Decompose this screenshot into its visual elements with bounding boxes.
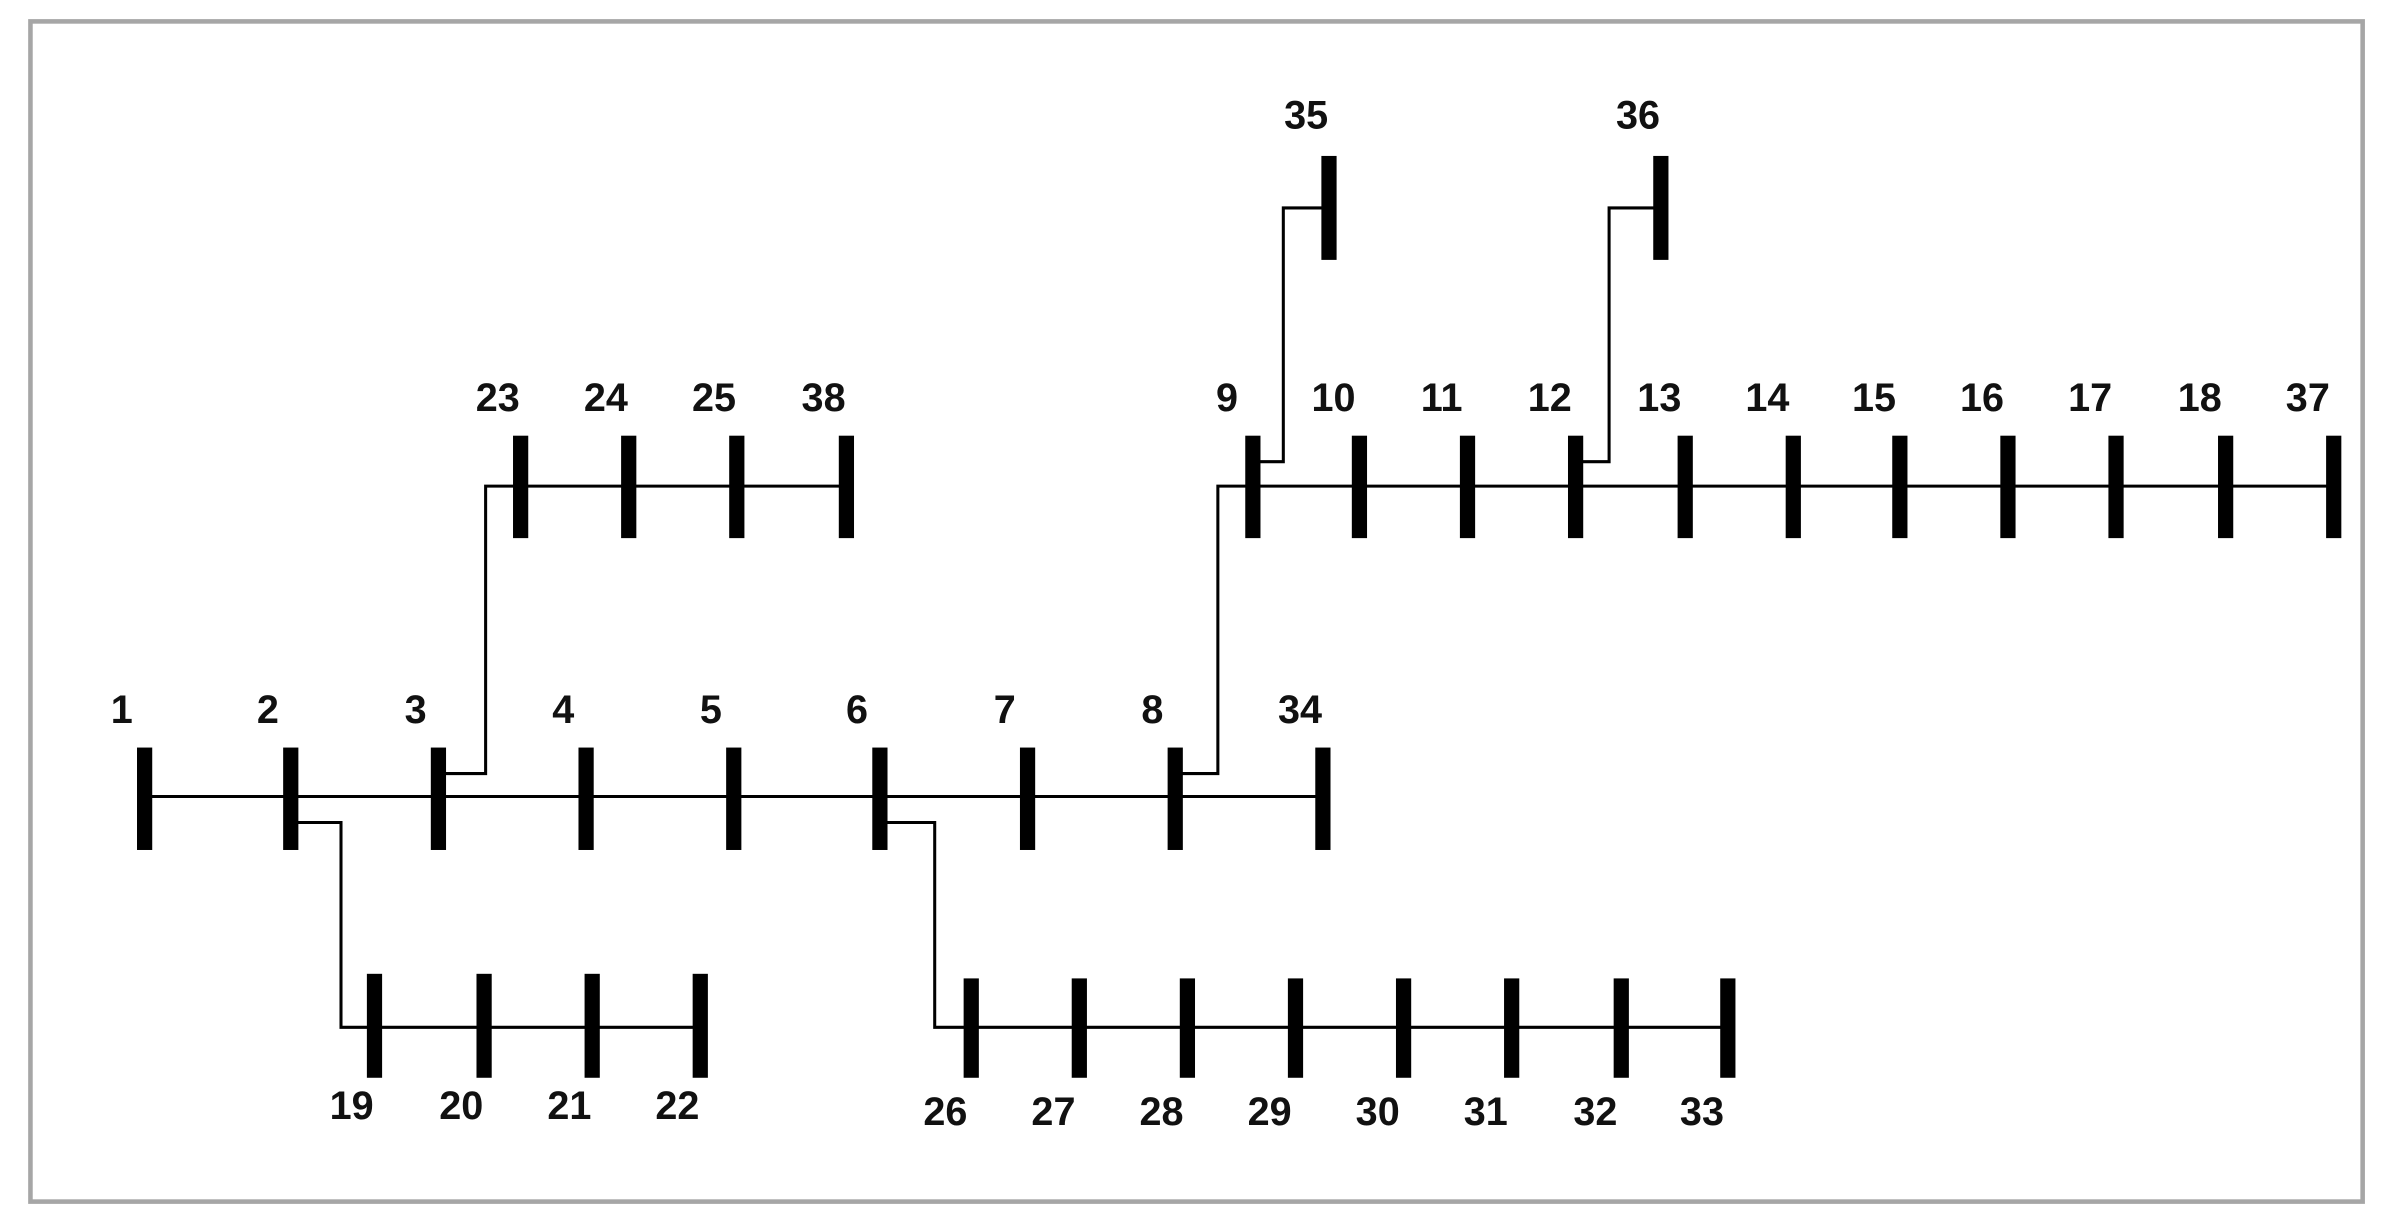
bus-bar-27[interactable] <box>1071 978 1087 1078</box>
bus-bar-15[interactable] <box>1892 435 1908 539</box>
bus-bar-9[interactable] <box>1245 435 1261 539</box>
bus-bar-10[interactable] <box>1351 435 1368 539</box>
bus-bar-2[interactable] <box>283 747 299 850</box>
bus-label-24: 24 <box>584 376 628 420</box>
bus-label-17: 17 <box>2068 376 2112 420</box>
bus-label-37: 37 <box>2286 376 2330 420</box>
bus-bar-3[interactable] <box>430 747 447 850</box>
bus-label-11: 11 <box>1421 376 1463 420</box>
bus-bar-13[interactable] <box>1677 435 1693 539</box>
bus-label-4: 4 <box>552 688 574 732</box>
bus-label-22: 22 <box>655 1084 699 1128</box>
bus-label-1: 1 <box>111 688 133 732</box>
bus-label-33: 33 <box>1680 1090 1724 1134</box>
bus-label-30: 30 <box>1356 1090 1400 1134</box>
bus-label-10: 10 <box>1312 376 1356 420</box>
bus-bar-21[interactable] <box>584 973 600 1078</box>
bus-bar-23[interactable] <box>513 435 529 539</box>
bus-bar-31[interactable] <box>1504 978 1520 1078</box>
bus-bar-22[interactable] <box>692 973 708 1078</box>
bus-label-8: 8 <box>1141 688 1163 732</box>
bus-label-12: 12 <box>1528 376 1572 420</box>
bus-label-34: 34 <box>1278 688 1322 732</box>
bus-label-35: 35 <box>1284 93 1328 137</box>
bus-label-23: 23 <box>476 376 520 420</box>
bus-label-26: 26 <box>923 1090 967 1134</box>
bus-label-20: 20 <box>439 1084 483 1128</box>
branch-line <box>1175 484 1253 776</box>
bus-bar-29[interactable] <box>1287 978 1304 1078</box>
branch-line <box>290 820 375 1029</box>
bus-bar-7[interactable] <box>1019 747 1036 850</box>
bus-label-16: 16 <box>1960 376 2004 420</box>
branch-line <box>438 484 521 776</box>
bus-bar-16[interactable] <box>2000 435 2016 539</box>
branch-line <box>1252 206 1329 464</box>
bus-label-3: 3 <box>405 688 427 732</box>
bus-bars <box>137 155 2342 1078</box>
bus-bar-37[interactable] <box>2326 435 2342 539</box>
bus-bar-19[interactable] <box>366 973 383 1078</box>
bus-label-18: 18 <box>2178 376 2222 420</box>
bus-bar-20[interactable] <box>476 973 492 1078</box>
bus-bar-30[interactable] <box>1395 978 1412 1078</box>
bus-label-28: 28 <box>1140 1090 1184 1134</box>
bus-bar-12[interactable] <box>1567 435 1584 539</box>
bus-bar-34[interactable] <box>1315 747 1331 850</box>
bus-bar-25[interactable] <box>729 435 745 539</box>
bus-label-15: 15 <box>1852 376 1896 420</box>
bus-bar-38[interactable] <box>838 435 855 539</box>
bus-label-38: 38 <box>802 376 846 420</box>
bus-bar-4[interactable] <box>578 747 594 850</box>
bus-bar-6[interactable] <box>872 747 888 850</box>
bus-bar-11[interactable] <box>1459 435 1476 539</box>
bus-bar-17[interactable] <box>2108 435 2124 539</box>
bus-bar-33[interactable] <box>1720 978 1736 1078</box>
bus-label-21: 21 <box>547 1084 591 1128</box>
bus-label-25: 25 <box>692 376 736 420</box>
bus-bar-26[interactable] <box>963 978 979 1078</box>
branch-line <box>1575 206 1661 464</box>
bus-bar-18[interactable] <box>2218 435 2234 539</box>
bus-label-9: 9 <box>1216 376 1238 420</box>
bus-bar-35[interactable] <box>1321 155 1337 260</box>
bus-bar-5[interactable] <box>726 747 742 850</box>
bus-label-31: 31 <box>1464 1090 1508 1134</box>
bus-label-7: 7 <box>994 688 1016 732</box>
bus-label-19: 19 <box>330 1084 374 1128</box>
bus-bar-24[interactable] <box>621 435 637 539</box>
bus-label-2: 2 <box>257 688 279 732</box>
bus-bar-28[interactable] <box>1179 978 1196 1078</box>
bus-bar-1[interactable] <box>137 747 153 850</box>
diagram-frame <box>28 19 2365 1204</box>
bus-bar-36[interactable] <box>1653 155 1669 260</box>
bus-label-5: 5 <box>700 688 722 732</box>
bus-label-27: 27 <box>1031 1090 1075 1134</box>
branch-line <box>879 820 972 1029</box>
bus-label-36: 36 <box>1616 93 1660 137</box>
bus-label-14: 14 <box>1745 376 1789 420</box>
bus-bar-14[interactable] <box>1785 435 1801 539</box>
bus-label-13: 13 <box>1637 376 1681 420</box>
bus-bar-8[interactable] <box>1167 747 1183 850</box>
bus-label-29: 29 <box>1248 1090 1292 1134</box>
bus-label-32: 32 <box>1573 1090 1617 1134</box>
bus-label-6: 6 <box>846 688 868 732</box>
bus-bar-32[interactable] <box>1613 978 1629 1078</box>
